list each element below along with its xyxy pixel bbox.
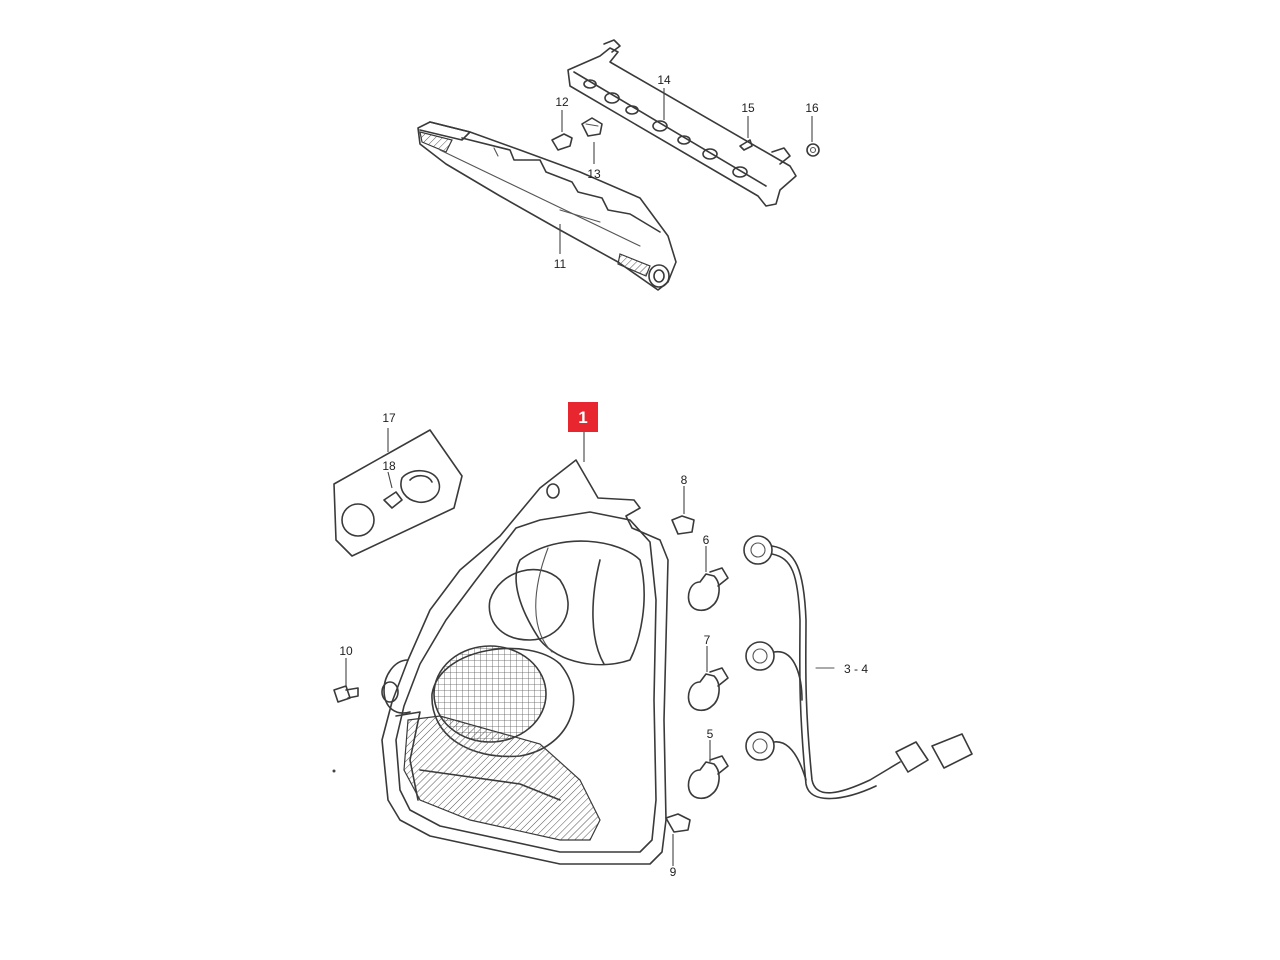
callout-5[interactable]: 5 — [707, 727, 714, 741]
highlight-box — [568, 402, 598, 432]
nut-16[interactable] — [806, 143, 820, 157]
callout-11[interactable]: 11 — [554, 257, 567, 271]
leader-lines-upper — [559, 88, 813, 254]
bulb-7[interactable] — [687, 667, 729, 712]
speck-mark — [332, 769, 336, 773]
callout-13[interactable]: 13 — [587, 167, 601, 181]
rear-combination-lamp[interactable] — [381, 459, 669, 865]
callout-17[interactable]: 17 — [382, 411, 396, 425]
screw-10[interactable] — [333, 685, 359, 703]
grommet-8[interactable] — [671, 515, 695, 535]
callout-9[interactable]: 9 — [670, 865, 677, 879]
grommet-13[interactable] — [581, 117, 603, 137]
callout-16[interactable]: 16 — [805, 101, 819, 115]
callout-3-4[interactable]: 3 - 4 — [844, 662, 868, 676]
socket-12[interactable] — [551, 133, 573, 151]
callout-7[interactable]: 7 — [704, 633, 711, 647]
leader-lines-lower — [345, 432, 711, 866]
grommet-9[interactable] — [665, 813, 691, 833]
callout-8[interactable]: 8 — [681, 473, 688, 487]
high-mount-stop-lamp[interactable] — [417, 121, 677, 291]
callout-6[interactable]: 6 — [703, 533, 710, 547]
bulb-socket-kit[interactable] — [333, 428, 463, 557]
callout-1-badge[interactable]: 1 — [568, 402, 598, 432]
screw-15[interactable] — [739, 139, 753, 151]
callout-14[interactable]: 14 — [657, 73, 671, 87]
callout-18[interactable]: 18 — [382, 459, 396, 473]
lamp-bracket[interactable] — [567, 39, 797, 207]
callout-1[interactable]: 1 — [578, 408, 587, 427]
callout-15[interactable]: 15 — [741, 101, 755, 115]
callout-10[interactable]: 10 — [339, 644, 353, 658]
wiring-harness[interactable] — [743, 535, 973, 800]
callout-12[interactable]: 12 — [555, 95, 569, 109]
bulb-6[interactable] — [687, 567, 729, 612]
bulb-5[interactable] — [687, 755, 729, 800]
